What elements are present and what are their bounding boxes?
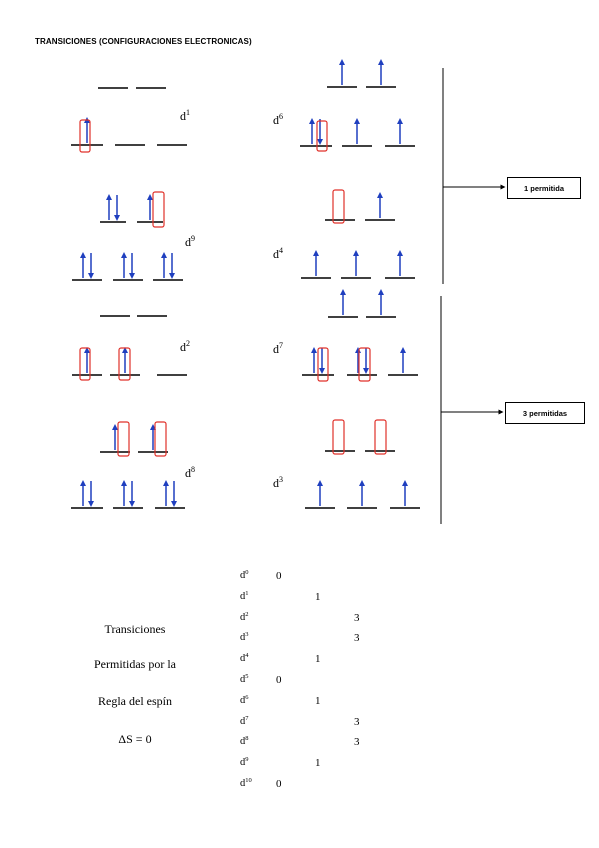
highlight-box <box>118 347 131 381</box>
rule-line-1: Transiciones <box>104 622 166 636</box>
table-row-value: 3 <box>354 611 360 624</box>
highlight-box <box>79 347 91 381</box>
table-row-value: 3 <box>354 632 360 645</box>
label-d2: d2 <box>180 339 190 354</box>
highlight-box <box>117 421 130 457</box>
highlight-box <box>152 191 165 228</box>
table-row-label: d0 <box>240 569 249 581</box>
page-title: TRANSICIONES (CONFIGURACIONES ELECTRONIC… <box>35 37 252 46</box>
table-row-label: d1 <box>240 589 249 602</box>
table-row-value: 1 <box>315 694 321 707</box>
rule-line-2: Permitidas por la <box>94 657 176 671</box>
table-row-value: 3 <box>354 736 360 749</box>
label-d8: d8 <box>185 465 195 480</box>
table-row-value: 0 <box>276 778 282 790</box>
table-row-label: d9 <box>240 756 249 769</box>
label-d6: d6 <box>273 112 283 127</box>
rule-line-3: Regla del espín <box>98 694 172 708</box>
highlight-box <box>332 189 345 224</box>
rule-line-4: ΔS = 0 <box>118 732 152 746</box>
table-row-label: d6 <box>240 693 249 706</box>
table-row-label: d2 <box>240 610 249 623</box>
table-row-label: d3 <box>240 631 249 644</box>
table-row-label: d4 <box>240 652 249 665</box>
label-d1: d1 <box>180 108 190 123</box>
highlight-box <box>358 347 371 382</box>
three-allowed-box: 3 permitidas <box>505 402 585 424</box>
table-row-value: 1 <box>315 653 321 666</box>
table-row-label: d8 <box>240 735 249 748</box>
label-d4: d4 <box>273 246 283 261</box>
highlight-box <box>332 419 345 455</box>
table-row-label: d7 <box>240 714 249 727</box>
table-row-value: 3 <box>354 715 360 728</box>
one-allowed-box: 1 permitida <box>507 177 581 199</box>
table-row-value: 0 <box>276 570 282 582</box>
highlight-box <box>79 119 91 153</box>
highlight-box <box>374 419 387 455</box>
table-row-value: 1 <box>315 590 321 603</box>
highlight-box <box>317 347 329 382</box>
label-d3: d3 <box>273 475 283 490</box>
table-row-label: d10 <box>240 777 252 789</box>
highlight-box <box>154 421 167 457</box>
label-d9: d9 <box>185 234 195 249</box>
table-row-label: d5 <box>240 673 249 685</box>
highlight-box <box>316 120 328 152</box>
label-d7: d7 <box>273 341 283 356</box>
table-row-value: 1 <box>315 757 321 770</box>
table-row-value: 0 <box>276 674 282 686</box>
